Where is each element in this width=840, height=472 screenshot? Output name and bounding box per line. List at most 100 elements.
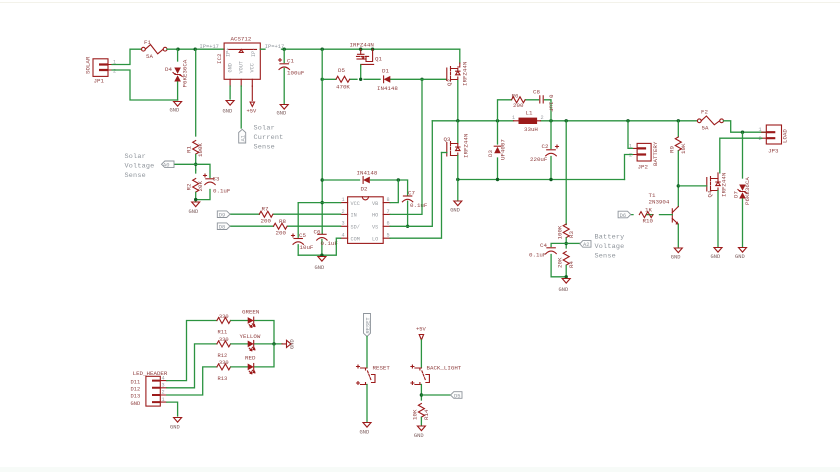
- svg-text:1: 1: [629, 144, 632, 150]
- svg-text:D5: D5: [454, 393, 460, 399]
- svg-text:1: 1: [113, 60, 116, 66]
- svg-text:Sense: Sense: [595, 253, 616, 261]
- svg-text:+5V: +5V: [416, 327, 426, 333]
- svg-text:R4: R4: [568, 261, 575, 268]
- svg-text:F1: F1: [144, 39, 151, 46]
- svg-text:R2: R2: [186, 183, 193, 190]
- svg-text:100K: 100K: [557, 225, 564, 239]
- svg-text:3: 3: [342, 221, 345, 227]
- svg-text:1: 1: [512, 115, 515, 121]
- svg-text:C6: C6: [314, 229, 321, 236]
- svg-text:4: 4: [162, 375, 165, 381]
- svg-text:RED: RED: [245, 355, 256, 362]
- svg-text:T1: T1: [649, 192, 656, 199]
- svg-text:ACS712: ACS712: [231, 36, 252, 43]
- svg-text:0.1uF: 0.1uF: [529, 252, 547, 259]
- svg-text:Q2: Q2: [446, 79, 453, 86]
- svg-text:220uF: 220uF: [530, 156, 548, 163]
- svg-text:BACK_LIGHT: BACK_LIGHT: [427, 365, 462, 372]
- svg-text:0.1uF: 0.1uF: [321, 240, 339, 247]
- svg-text:LOAD: LOAD: [782, 129, 789, 143]
- svg-text:4: 4: [342, 233, 345, 239]
- svg-text:GND: GND: [131, 401, 141, 407]
- svg-text:GND: GND: [711, 254, 721, 260]
- svg-text:D7: D7: [732, 191, 739, 198]
- svg-text:R11: R11: [218, 330, 228, 336]
- svg-text:GND: GND: [559, 287, 569, 293]
- svg-text:GND: GND: [735, 254, 745, 260]
- svg-text:330: 330: [219, 337, 229, 343]
- svg-text:330: 330: [219, 314, 229, 320]
- svg-text:SD/: SD/: [351, 224, 360, 230]
- svg-text:D5: D5: [338, 67, 345, 74]
- svg-text:R3: R3: [568, 231, 575, 238]
- svg-text:IRFZ44N: IRFZ44N: [463, 133, 470, 158]
- svg-text:Solar: Solar: [254, 125, 275, 133]
- svg-text:1: 1: [342, 197, 345, 203]
- svg-text:D9: D9: [219, 213, 225, 219]
- svg-text:IN: IN: [351, 213, 357, 219]
- svg-text:R8: R8: [279, 218, 286, 225]
- svg-text:IC2: IC2: [216, 53, 223, 64]
- svg-text:200: 200: [513, 102, 524, 109]
- svg-text:2: 2: [342, 209, 345, 215]
- svg-text:200: 200: [276, 230, 287, 237]
- svg-text:LO: LO: [372, 236, 378, 242]
- svg-text:RESET: RESET: [373, 365, 391, 372]
- svg-text:JP2: JP2: [638, 164, 649, 171]
- svg-text:IRFZ44N: IRFZ44N: [721, 172, 728, 197]
- svg-text:Sense: Sense: [125, 172, 146, 180]
- svg-text:GND: GND: [414, 433, 424, 439]
- svg-text:VB: VB: [372, 201, 378, 207]
- svg-text:IN4148: IN4148: [357, 170, 378, 177]
- svg-text:GND: GND: [671, 255, 681, 261]
- svg-text:1: 1: [759, 127, 762, 133]
- svg-text:33uH: 33uH: [524, 126, 538, 133]
- svg-text:100K: 100K: [197, 143, 204, 157]
- svg-text:IN4148: IN4148: [377, 85, 398, 92]
- svg-text:P6KE36CA: P6KE36CA: [182, 59, 189, 87]
- svg-text:D13: D13: [131, 394, 141, 400]
- svg-text:D3: D3: [487, 150, 494, 157]
- svg-text:20K: 20K: [557, 257, 564, 268]
- svg-text:10K: 10K: [411, 409, 418, 420]
- svg-text:VOUT: VOUT: [239, 61, 245, 73]
- svg-text:C5: C5: [299, 232, 306, 239]
- svg-text:SOLAR: SOLAR: [85, 56, 92, 74]
- svg-text:YELLOW: YELLOW: [240, 333, 261, 340]
- svg-text:2N3904: 2N3904: [649, 199, 670, 206]
- svg-text:8: 8: [387, 197, 390, 203]
- svg-text:GND: GND: [228, 63, 234, 72]
- svg-text:470K: 470K: [336, 84, 350, 91]
- svg-text:LED_HEADER: LED_HEADER: [133, 370, 168, 377]
- svg-text:GND: GND: [360, 430, 370, 436]
- svg-text:Q4: Q4: [707, 190, 714, 197]
- svg-text:D11: D11: [131, 379, 141, 385]
- svg-text:6: 6: [387, 221, 390, 227]
- svg-text:100uF: 100uF: [287, 70, 305, 77]
- svg-text:R13: R13: [218, 376, 228, 382]
- svg-text:C3: C3: [213, 176, 220, 183]
- svg-text:A0: A0: [163, 163, 169, 169]
- svg-text:A2: A2: [583, 242, 589, 248]
- svg-text:IRFZ44N: IRFZ44N: [350, 42, 375, 49]
- svg-text:10K: 10K: [680, 143, 687, 154]
- svg-text:2: 2: [629, 153, 632, 159]
- svg-text:R7: R7: [262, 206, 269, 213]
- svg-text:R12: R12: [218, 353, 228, 359]
- svg-text:UF4007: UF4007: [500, 139, 507, 160]
- svg-text:RESET: RESET: [365, 317, 371, 334]
- svg-text:Battery: Battery: [595, 234, 625, 242]
- svg-text:VS: VS: [372, 224, 378, 230]
- svg-text:GND: GND: [450, 208, 460, 214]
- svg-text:Current: Current: [254, 134, 284, 142]
- svg-text:Q1: Q1: [375, 56, 382, 63]
- svg-text:C4: C4: [540, 242, 547, 249]
- svg-text:D12: D12: [131, 387, 141, 393]
- svg-text:2: 2: [541, 115, 544, 121]
- svg-text:C8: C8: [533, 89, 540, 96]
- svg-text:A1: A1: [240, 135, 246, 141]
- svg-text:3: 3: [162, 383, 165, 389]
- svg-text:BATTERY: BATTERY: [652, 141, 659, 166]
- svg-text:10uF: 10uF: [300, 244, 314, 251]
